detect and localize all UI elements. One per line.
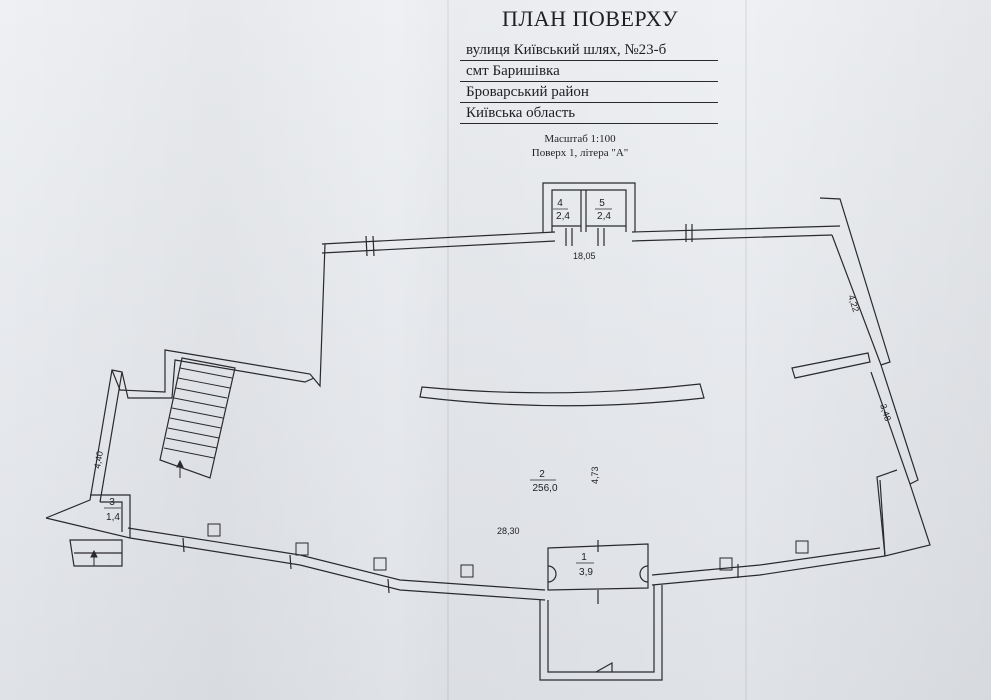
wall-left: [45, 369, 123, 519]
wall-front-outer: [45, 517, 546, 601]
rooms-4-5-block: [542, 182, 636, 232]
window-ticks: [182, 224, 739, 604]
room-4-area: 2,4: [556, 211, 570, 222]
paper-fold-line: [447, 0, 449, 700]
room-4-number: 4: [557, 198, 563, 209]
stair-treads: [163, 367, 233, 459]
plan-title: ПЛАН ПОВЕРХУ: [501, 6, 679, 31]
column-markers: [207, 523, 809, 578]
dim-top-wall: 18,05: [573, 251, 596, 261]
partition-center: [419, 383, 705, 407]
room-1-area: 3,9: [579, 567, 593, 578]
paper-fold-line: [745, 0, 747, 700]
wall-right-upper: [819, 197, 891, 366]
room-labels: 4 2,4 5 2,4 2 256,0 1 3,9 3 1,4: [104, 198, 612, 578]
room-3-number: 3: [109, 497, 115, 508]
wall-front-right-inner: [651, 547, 881, 576]
address-street: вулиця Київський шлях, №23-б: [460, 40, 718, 61]
address-settlement: смт Баришівка: [460, 61, 718, 82]
room-5-area: 2,4: [597, 211, 611, 222]
wall-right-lower: [870, 364, 919, 485]
wall-left-upper: [111, 243, 326, 399]
dim-left-wall: 4,40: [92, 450, 105, 469]
dim-front-wall: 28,30: [497, 526, 520, 536]
dim-right-upper: 4,22: [846, 294, 861, 314]
room-3-area: 1,4: [106, 512, 120, 523]
room-5-number: 5: [599, 198, 605, 209]
vestibule-door: [595, 661, 613, 673]
room-2-number: 2: [539, 469, 545, 480]
room-1-box: [547, 543, 649, 591]
entrance-arrows: [90, 459, 184, 566]
wall-top: [321, 231, 556, 254]
dim-right-lower: 3,48: [878, 403, 893, 423]
scale-label: Масштаб 1:100: [544, 133, 616, 145]
wall-front-inner: [127, 527, 546, 591]
dim-center-height: 4,73: [590, 466, 600, 484]
floor-label: Поверх 1, літера "А": [531, 147, 629, 159]
address-district: Броварський район: [460, 82, 718, 103]
vestibule: [539, 585, 663, 681]
room-1-number: 1: [581, 552, 587, 563]
wall-right-corner: [876, 469, 931, 557]
wall-top-right: [631, 225, 841, 242]
wall-right-corner-inner: [879, 479, 886, 557]
wall-front-right-outer: [651, 555, 886, 586]
room-2-area: 256,0: [532, 483, 557, 494]
address-region: Київська область: [460, 103, 718, 124]
wall-left-room3: [90, 494, 131, 538]
entrance-left: [69, 539, 123, 567]
dimension-labels: 18,05 4,22 3,48 4,40 4,73 28,30: [92, 251, 893, 536]
room-1-cutouts: [547, 565, 649, 583]
partition-right: [791, 352, 871, 379]
stair-outline: [159, 357, 236, 479]
